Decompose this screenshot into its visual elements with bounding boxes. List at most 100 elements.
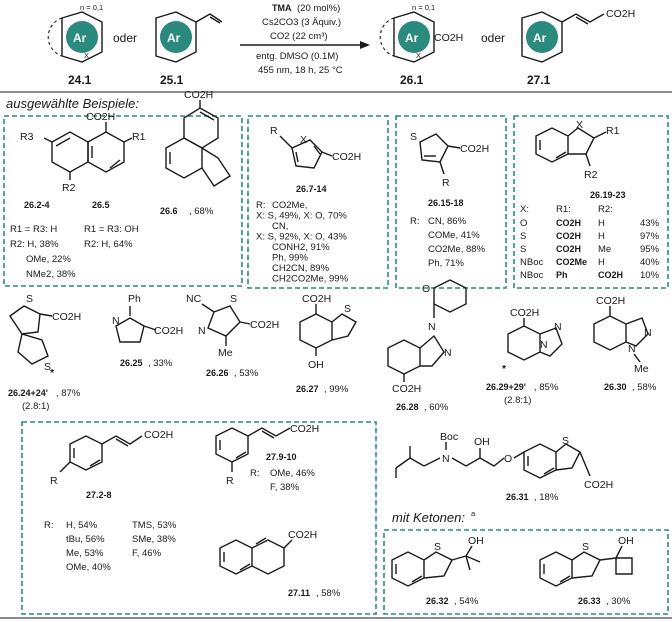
box4-cell-r2: Me xyxy=(598,244,611,255)
svg-text:CO2H: CO2H xyxy=(584,479,613,491)
example-box-1 xyxy=(3,115,243,287)
box4-cell-r2: H xyxy=(598,231,605,242)
product-27-1: Ar CO2H 27.1 xyxy=(521,8,635,87)
svg-text:26.7-14: 26.7-14 xyxy=(296,184,327,194)
svg-text:R: R xyxy=(442,177,450,189)
svg-text:S: S xyxy=(344,303,351,315)
svg-text:, 58%: , 58% xyxy=(632,382,657,393)
box2-row: CH2CN, 89% xyxy=(272,263,330,274)
box2-row: CN, xyxy=(272,221,288,232)
compound-26-25: Ph N CO2H 26.25 , 33% xyxy=(112,293,183,369)
svg-text:OH: OH xyxy=(468,535,484,547)
box5-col1-row: Me, 53% xyxy=(66,548,104,559)
compound-26-26: NC S N CO2H Me 26.26 , 53% xyxy=(186,293,279,379)
box3-row: CO2Me, 88% xyxy=(428,244,486,255)
svg-text:R2: R2 xyxy=(584,169,598,181)
svg-text:26.30: 26.30 xyxy=(604,382,627,392)
box4-cell-yield: 95% xyxy=(640,244,660,255)
svg-text:, 60%: , 60% xyxy=(424,402,449,413)
svg-text:X: X xyxy=(576,119,583,131)
acenaphthene-acid: CO2H 26.6 , 68% xyxy=(160,89,231,217)
ketones-title: mit Ketonen: xyxy=(392,510,465,525)
svg-text:CO2H: CO2H xyxy=(288,529,317,541)
svg-text:S: S xyxy=(582,541,589,553)
box5-b-row: OMe, 46% xyxy=(270,468,315,479)
svg-text:S: S xyxy=(434,541,441,553)
svg-text:OMe, 22%: OMe, 22% xyxy=(26,254,71,265)
furan-thiophene-acids: X R CO2H 26.7-14 R: xyxy=(256,125,361,211)
svg-text:Ar: Ar xyxy=(73,31,87,45)
svg-text:26.15-18: 26.15-18 xyxy=(428,198,464,208)
box4-cell-x: S xyxy=(520,231,526,242)
svg-text:Ar: Ar xyxy=(167,31,181,45)
svg-text:CO2H: CO2H xyxy=(332,151,361,163)
box4-cell-x: NBoc xyxy=(520,257,543,268)
svg-text:*: * xyxy=(50,367,55,379)
svg-text:N: N xyxy=(628,343,636,355)
svg-text:27.9-10: 27.9-10 xyxy=(266,452,297,462)
box4-cell-r2: H xyxy=(598,218,605,229)
box5-col2-row: SMe, 38% xyxy=(132,534,176,545)
svg-text:CO2H: CO2H xyxy=(144,429,173,441)
svg-text:OH: OH xyxy=(308,359,324,371)
box2-row: X: S, 49%, X: O, 70% xyxy=(256,211,347,222)
box4-cell-r1: Ph xyxy=(556,270,568,280)
svg-text:N: N xyxy=(644,327,652,339)
cinnamic-acids-para: CO2H R 27.2-8 R: xyxy=(44,429,173,531)
aryl-ring-icon xyxy=(66,21,98,53)
compound-26-31: N Boc OH O S CO2H 26.31 , 18% xyxy=(395,431,613,503)
svg-text:(20 mol%): (20 mol%) xyxy=(297,3,340,14)
svg-text:, 53%: , 53% xyxy=(234,368,259,379)
box2-rows: CO2Me,X: S, 49%, X: O, 70%CN,X: S, 92%, … xyxy=(256,200,349,285)
svg-text:N: N xyxy=(540,339,548,351)
cinnamic-acids-meta: CO2H R 27.9-10 R: xyxy=(215,423,319,487)
svg-text:R2: H, 38%: R2: H, 38% xyxy=(10,239,59,250)
box4-cell-x: S xyxy=(520,244,526,255)
box3-row: COMe, 41% xyxy=(428,230,480,241)
svg-text:26.25: 26.25 xyxy=(120,358,143,368)
thiophene-acids: S CO2H R 26.15-18 R: xyxy=(410,131,489,227)
box5-b-rows: OMe, 46%F, 38% xyxy=(270,468,315,493)
box4-cell-yield: 97% xyxy=(640,231,660,242)
box4-cell-r1: CO2H xyxy=(556,244,581,254)
label-27-1: 27.1 xyxy=(527,73,551,87)
box2-row: CONH2, 91% xyxy=(272,242,330,253)
svg-text:(2.8:1): (2.8:1) xyxy=(22,401,49,412)
label-24-1: 24.1 xyxy=(68,73,92,87)
svg-text:R1 = R3: H: R1 = R3: H xyxy=(10,224,57,235)
svg-text:Ar: Ar xyxy=(405,31,419,45)
svg-text:*: * xyxy=(502,363,507,375)
svg-text:N: N xyxy=(444,347,452,359)
svg-text:CO2H: CO2H xyxy=(250,319,279,331)
box4-cell-yield: 10% xyxy=(640,270,660,281)
box2-row: CH2CO2Me, 99% xyxy=(272,274,349,285)
svg-text:CO2H: CO2H xyxy=(392,383,421,395)
aryl-ring-icon xyxy=(160,21,192,53)
svg-text:CO2 (22 cm³): CO2 (22 cm³) xyxy=(270,31,328,42)
svg-text:, 33%: , 33% xyxy=(148,358,173,369)
product-26-1: n = 0,1 Ar CO2H X 26.1 xyxy=(379,3,463,87)
svg-text:R1: R1 xyxy=(132,131,146,143)
svg-text:CO2H: CO2H xyxy=(184,89,213,101)
svg-text:N: N xyxy=(198,325,206,337)
box5-col1-row: OMe, 40% xyxy=(66,562,111,573)
reaction-conditions: TMA (20 mol%) Cs2CO3 (3 Äquiv.) CO2 (22 … xyxy=(240,3,370,76)
svg-text:27.2-8: 27.2-8 xyxy=(86,490,112,500)
svg-text:R2: R2 xyxy=(62,182,76,194)
svg-text:Me: Me xyxy=(218,347,233,359)
box3-rows: CN, 86%COMe, 41%CO2Me, 88%Ph, 71% xyxy=(428,216,486,269)
example-box-5 xyxy=(21,421,377,615)
svg-text:, 30%: , 30% xyxy=(606,596,631,607)
box4-cell-x: O xyxy=(520,218,527,229)
svg-text:26.24+24': 26.24+24' xyxy=(8,388,48,398)
svg-text:26.31: 26.31 xyxy=(506,492,529,502)
svg-text:O: O xyxy=(422,283,430,295)
box4-header: R2: xyxy=(598,204,613,215)
svg-text:, 54%: , 54% xyxy=(454,596,479,607)
box4-cell-r2: H xyxy=(598,257,605,268)
svg-text:R:: R: xyxy=(256,200,266,211)
svg-text:26.27: 26.27 xyxy=(296,384,319,394)
box4-cell-yield: 43% xyxy=(640,218,660,229)
box3-row: CN, 86% xyxy=(428,216,467,227)
